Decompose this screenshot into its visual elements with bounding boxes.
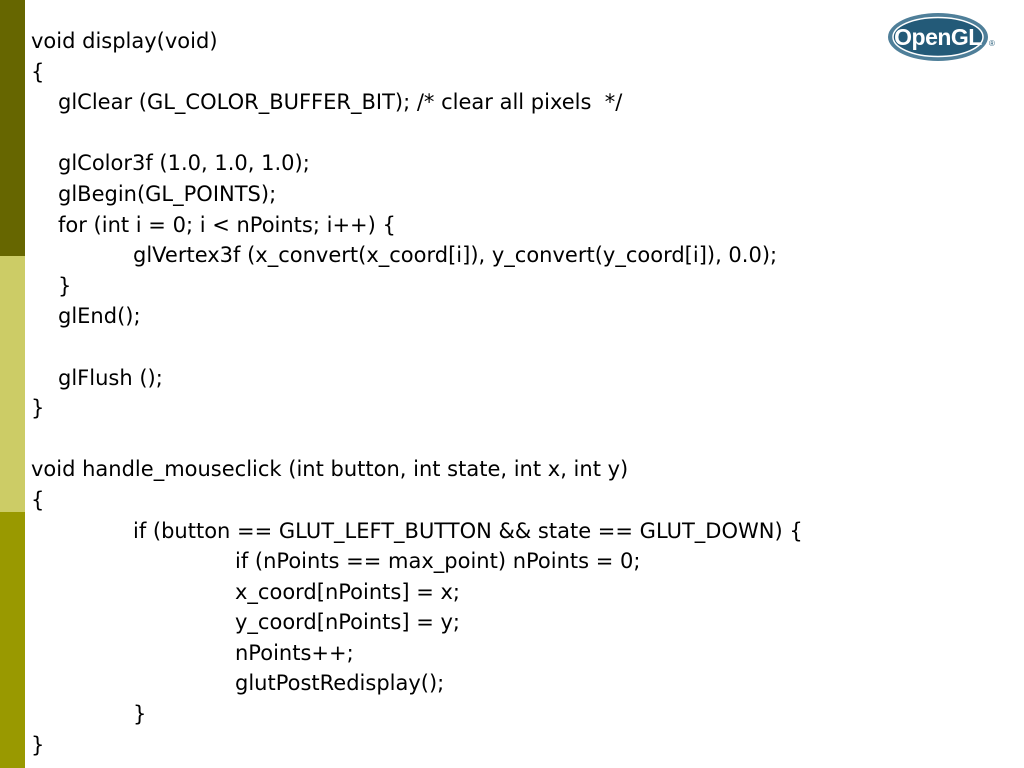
code-line: nPoints++;	[235, 640, 354, 665]
logo-registered-mark: ®	[989, 39, 995, 48]
code-line: glBegin(GL_POINTS);	[58, 181, 277, 206]
code-line: for (int i = 0; i < nPoints; i++) {	[58, 212, 396, 237]
code-line: void display(void)	[31, 29, 218, 53]
code-line: }	[31, 396, 45, 421]
logo-inner-ellipse	[892, 16, 984, 58]
code-line: }	[31, 732, 45, 757]
code-block: void display(void) { glClear (GL_COLOR_BUF…	[31, 26, 1011, 760]
code-line	[31, 424, 1011, 455]
code-line: glutPostRedisplay();	[235, 671, 445, 696]
opengl-logo: OpenGL ®	[888, 13, 995, 61]
code-line: if (button == GLUT_LEFT_BUTTON && state …	[133, 518, 803, 543]
sidebar-band-top	[0, 0, 25, 256]
code-line: {	[31, 59, 45, 84]
sidebar-band-middle	[0, 256, 25, 512]
code-line: glClear (GL_COLOR_BUFFER_BIT); /* clear …	[58, 90, 623, 115]
code-line: {	[31, 487, 45, 512]
code-line: y_coord[nPoints] = y;	[235, 610, 460, 635]
code-line: glColor3f (1.0, 1.0, 1.0);	[58, 151, 310, 176]
code-line: void handle_mouseclick (int button, int …	[31, 457, 629, 482]
code-line: glVertex3f (x_convert(x_coord[i]), y_con…	[133, 243, 778, 268]
code-line: if (nPoints == max_point) nPoints = 0;	[235, 549, 641, 574]
code-line: x_coord[nPoints] = x;	[235, 579, 460, 604]
code-line: }	[58, 273, 72, 298]
code-line: }	[133, 702, 147, 727]
code-line: glFlush ();	[58, 365, 163, 390]
code-line	[31, 118, 1011, 149]
sidebar-band-bottom	[0, 512, 25, 768]
logo-text: OpenGL	[894, 24, 982, 50]
code-line	[31, 332, 1011, 363]
code-line: glEnd();	[58, 304, 141, 329]
